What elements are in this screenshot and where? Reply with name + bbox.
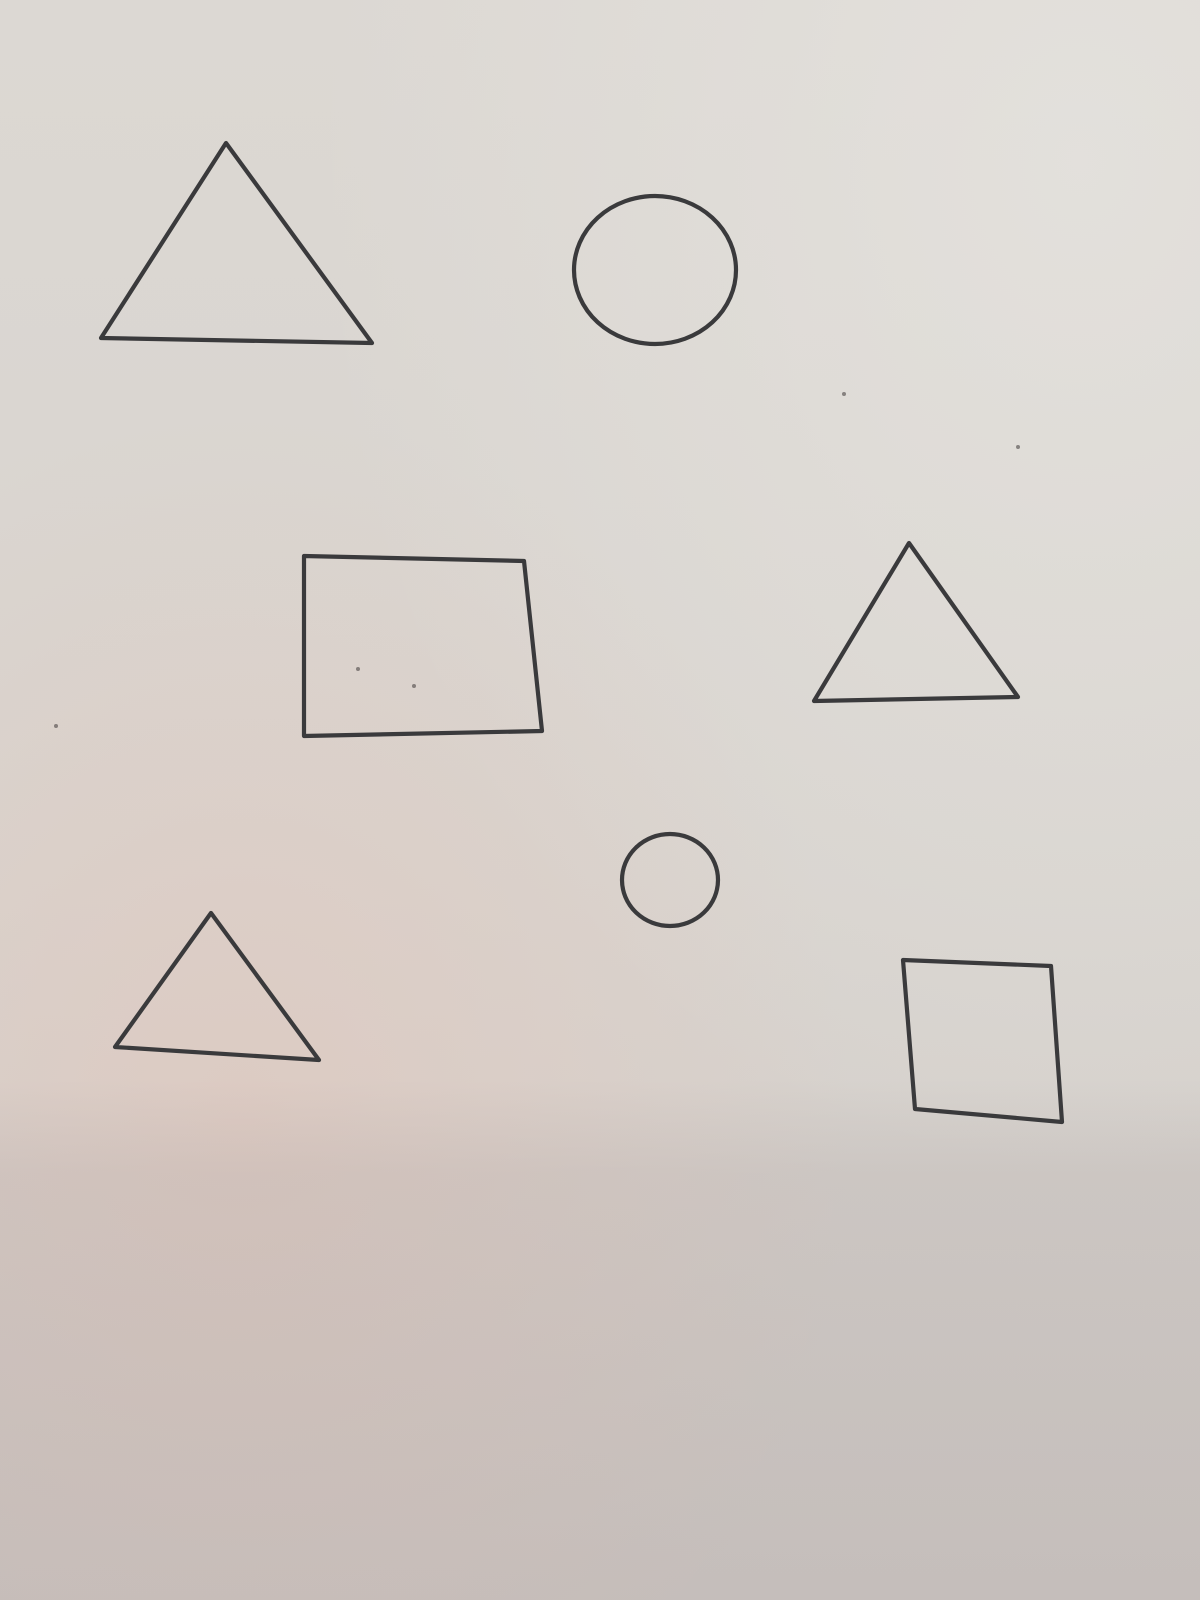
paper-speck	[842, 392, 846, 396]
paper-speck	[412, 684, 416, 688]
paper-speck	[1016, 445, 1020, 449]
square-drawing	[900, 957, 1065, 1125]
triangle-small-drawing	[112, 910, 322, 1063]
rectangle-large-drawing	[301, 553, 545, 739]
circle-small-drawing	[619, 831, 721, 929]
paper-speck	[54, 724, 58, 728]
triangle-large-drawing	[98, 140, 375, 346]
shadow-area	[0, 1080, 1200, 1600]
paper-speck	[356, 667, 360, 671]
circle-large-drawing	[571, 193, 739, 347]
triangle-medium-drawing	[811, 540, 1021, 704]
